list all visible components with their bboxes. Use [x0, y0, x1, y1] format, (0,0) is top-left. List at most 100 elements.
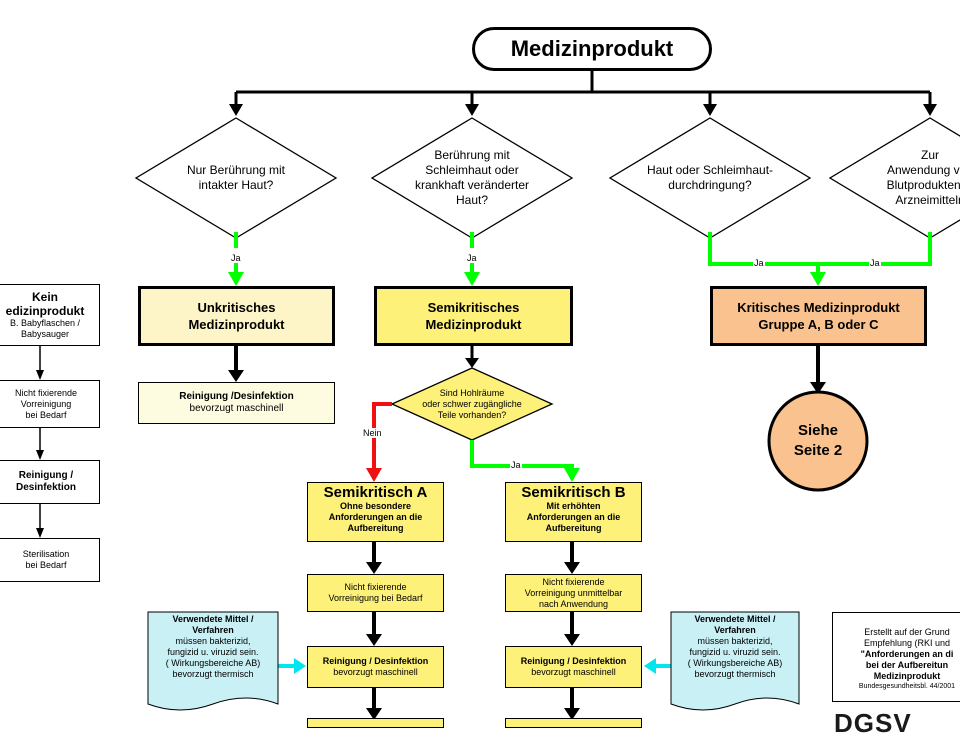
hohlraum-line-1: Sind Hohlräume: [439, 387, 505, 398]
a-arrowhead-3: [366, 708, 382, 720]
ja-arrow-3: [708, 232, 818, 266]
siehe-seite-2-circle: [767, 390, 869, 492]
semi-a-sub-3: Aufbereitung: [347, 523, 404, 533]
semi-b-vor-3: nach Anwendung: [538, 598, 609, 609]
mittel-note-b: Verwendete Mittel / Verfahren müssen bak…: [673, 614, 797, 698]
semi-b-rein-2: bevorzugt maschinell: [531, 667, 616, 677]
mittel-note-b-shape: [670, 611, 800, 711]
b-arrowhead-2: [564, 634, 580, 646]
mittel-a-body-2: fungizid u. viruzid sein.: [167, 647, 259, 657]
mittel-b-body-2: fungizid u. viruzid sein.: [689, 647, 781, 657]
semi-a-rein-1: Reinigung / Desinfektion: [322, 656, 429, 666]
dgsv-logo: DGSV: [834, 708, 912, 739]
semi-a-box: Semikritisch A Ohne besondere Anforderun…: [307, 482, 444, 542]
left-arrowhead-2: [36, 450, 44, 460]
hohlraum-line-2: oder schwer zugängliche: [422, 398, 522, 409]
circle-line-1: Siehe: [797, 422, 839, 439]
semi-b-title: Semikritisch B: [521, 484, 626, 501]
mittel-b-body-3: ( Wirkungsbereiche AB): [687, 658, 783, 668]
kein-line-1: Kein: [31, 290, 58, 304]
mittel-arrowhead-a: [294, 658, 306, 674]
bus-arrow-2: [465, 104, 479, 116]
mittel-b-title-1: Verwendete Mittel /: [694, 614, 776, 624]
mittel-a-body-1: müssen bakterizid,: [175, 636, 251, 646]
kein-line-2: edizinprodukt: [5, 304, 85, 318]
semi-arrowhead: [465, 358, 479, 368]
ja-label-1: Ja: [230, 253, 242, 263]
a-arrowhead-1: [366, 562, 382, 574]
ja-arrowhead-1: [228, 272, 244, 286]
semi-b-sub-2: Anforderungen an die: [526, 512, 621, 522]
kein-medizinprodukt-box: Kein edizinprodukt B. Babyflaschen / Bab…: [0, 284, 100, 346]
decision-4-line-1: Zur: [921, 148, 939, 162]
source-line-1: Erstellt auf der Grund: [864, 627, 950, 637]
semi-a-vor-2: Vorreinigung bei Bedarf: [328, 593, 423, 603]
decision-4-line-3: Blutprodukten, s: [886, 178, 960, 192]
left-vor-2: Vorreinigung: [20, 398, 72, 409]
kritisch-arrowhead: [810, 382, 826, 394]
left-rein-1: Reinigung /: [18, 470, 74, 481]
semi-a-vorreinigung-box: Nicht fixierende Vorreinigung bei Bedarf: [307, 574, 444, 612]
unkritisch-reinigung-2: bevorzugt maschinell: [189, 403, 284, 414]
ja-arrowhead-3: [810, 272, 826, 286]
source-note: Erstellt auf der Grund Empfehlung (RKI u…: [832, 612, 960, 702]
kritisch-title-1: Kritisches Medizinprodukt: [737, 300, 900, 315]
unkritisch-reinigung-box: Reinigung /Desinfektion bevorzugt maschi…: [138, 382, 335, 424]
dgsv-logo-text: DGSV: [834, 708, 912, 738]
kritisch-box: Kritisches Medizinprodukt Gruppe A, B od…: [710, 286, 927, 346]
kritisch-title-2: Gruppe A, B oder C: [758, 317, 879, 332]
left-steri-1: Sterilisation: [22, 549, 70, 559]
decision-2-line-3: krankhaft veränderter: [414, 178, 530, 192]
kein-line-4: Babysauger: [20, 329, 70, 339]
decision-text-1: Nur Berührung mit intakter Haut?: [156, 150, 316, 206]
semi-b-vor-2: Vorreinigung unmittelbar: [524, 587, 623, 598]
semi-a-sub-2: Anforderungen an die: [328, 512, 423, 522]
left-reinigung-box: Reinigung / Desinfektion: [0, 460, 100, 504]
ja-label-3: Ja: [753, 258, 765, 268]
mittel-note-a-shape: [147, 611, 279, 711]
semi-a-vor-1: Nicht fixierende: [344, 582, 407, 592]
decision-text-3: Haut oder Schleimhaut- durchdringung?: [620, 150, 800, 206]
bus-arrow-4: [923, 104, 937, 116]
source-line-5: Medizinprodukt: [873, 671, 941, 681]
unkritisch-reinigung-1: Reinigung /Desinfektion: [179, 391, 294, 402]
mittel-note-a: Verwendete Mittel / Verfahren müssen bak…: [150, 614, 276, 698]
ja-label-5: Ja: [510, 460, 522, 470]
semi-b-vorreinigung-box: Nicht fixierende Vorreinigung unmittelba…: [505, 574, 642, 612]
left-arrowhead-1: [36, 370, 44, 380]
circle-line-2: Seite 2: [793, 442, 843, 459]
b-arrowhead-3: [564, 708, 580, 720]
ja-arrowhead-2: [464, 272, 480, 286]
decision-1-line-2: intakter Haut?: [198, 178, 274, 192]
source-line-3: "Anforderungen an di: [860, 649, 954, 659]
nein-label: Nein: [362, 428, 383, 438]
mittel-a-title-1: Verwendete Mittel /: [172, 614, 254, 624]
mittel-b-title-2: Verfahren: [714, 625, 756, 635]
semi-a-sub-1: Ohne besondere: [339, 501, 411, 511]
hohlraum-text: Sind Hohlräume oder schwer zugängliche T…: [402, 384, 542, 424]
ja-arrowhead-5: [564, 468, 580, 482]
ja-arrow-5: [470, 440, 574, 472]
semi-a-title: Semikritisch A: [323, 484, 428, 501]
semi-b-reinigung-box: Reinigung / Desinfektion bevorzugt masch…: [505, 646, 642, 688]
mittel-a-body-3: ( Wirkungsbereiche AB): [165, 658, 261, 668]
mittel-arrowhead-b: [644, 658, 656, 674]
left-rein-2: Desinfektion: [15, 482, 76, 493]
semikritisch-box: Semikritisches Medizinprodukt: [374, 286, 573, 346]
mittel-b-body-4: bevorzugt thermisch: [694, 669, 776, 679]
b-arrowhead-1: [564, 562, 580, 574]
decision-text-2: Berührung mit Schleimhaut oder krankhaft…: [392, 142, 552, 214]
decision-1-line-1: Nur Berührung mit: [186, 163, 286, 177]
decision-2-line-1: Berührung mit: [434, 148, 510, 162]
semikritisch-title-1: Semikritisches: [427, 300, 520, 315]
mittel-b-body-1: müssen bakterizid,: [697, 636, 773, 646]
source-line-4: bei der Aufbereitun: [865, 660, 949, 670]
left-steri-2: bei Bedarf: [25, 560, 67, 570]
hohlraum-line-3: Teile vorhanden?: [437, 409, 507, 420]
unkritisch-box: Unkritisches Medizinprodukt: [138, 286, 335, 346]
decision-2-line-2: Schleimhaut oder: [425, 163, 519, 177]
mittel-a-body-4: bevorzugt thermisch: [172, 669, 254, 679]
unkritisch-arrowhead: [228, 370, 244, 382]
decision-4-line-4: Arzneimitteln: [895, 193, 960, 207]
decision-2-line-4: Haut?: [455, 193, 489, 207]
